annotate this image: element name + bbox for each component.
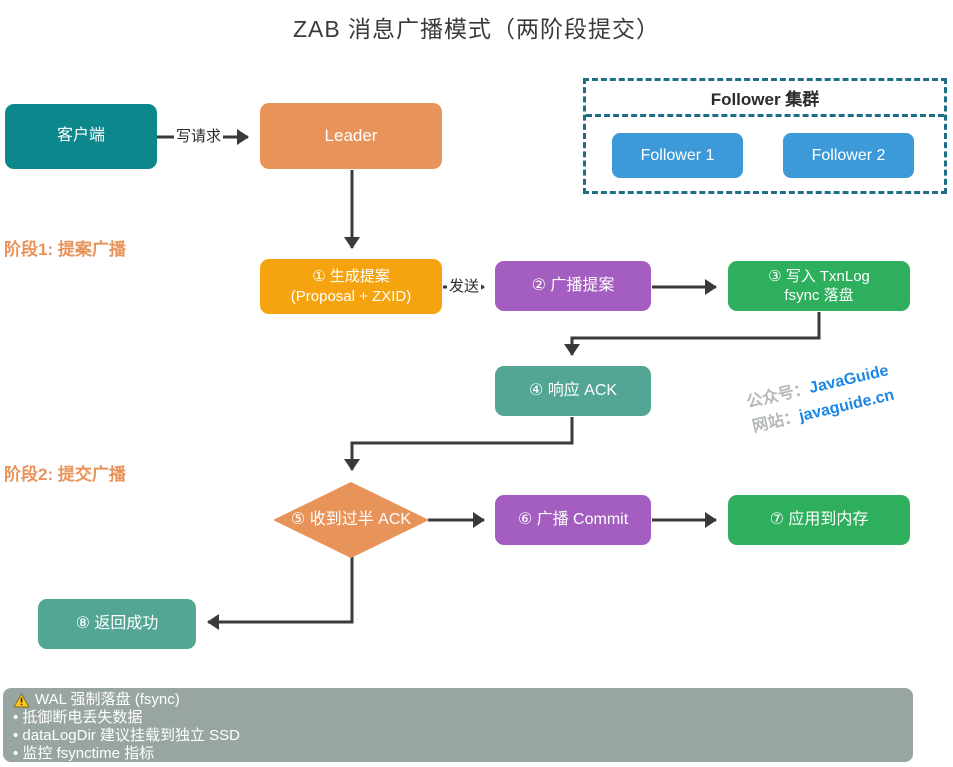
connector-step4-step5 <box>344 417 574 471</box>
step1-line1: ① 生成提案 <box>312 268 390 285</box>
follower-2-label: Follower 2 <box>811 146 886 164</box>
step6-label: ⑥ 广播 Commit <box>517 510 629 528</box>
wal-note-panel: WAL 强制落盘 (fsync) • 抵御断电丢失数据 • dataLogDir… <box>3 688 913 762</box>
step2-label: ② 广播提案 <box>531 276 615 294</box>
note-title-line: WAL 强制落盘 (fsync) <box>13 691 903 709</box>
send-edge-label: 发送 <box>447 278 482 296</box>
step6-broadcast-commit-node: ⑥ 广播 Commit <box>495 495 651 545</box>
step1-generate-proposal-node: ① 生成提案 (Proposal + ZXID) <box>260 259 442 314</box>
note-bullet-3: • 监控 fsynctime 指标 <box>13 745 155 762</box>
connector-step3-step4 <box>564 312 821 356</box>
step4-ack-node: ④ 响应 ACK <box>495 366 651 416</box>
follower-1-label: Follower 1 <box>640 146 715 164</box>
note-bullet-2: • dataLogDir 建议挂载到独立 SSD <box>13 727 240 744</box>
step3-line2: fsync 落盘 <box>784 287 854 304</box>
connector-step5-step8 <box>207 557 354 630</box>
leader-node: Leader <box>260 103 442 169</box>
follower-1-node: Follower 1 <box>612 133 743 178</box>
follower-cluster: Follower 集群 Follower 1 Follower 2 <box>583 78 947 194</box>
follower-2-node: Follower 2 <box>783 133 914 178</box>
phase2-label: 阶段2: 提交广播 <box>4 465 126 484</box>
leader-label: Leader <box>324 125 378 145</box>
step8-label: ⑧ 返回成功 <box>75 614 159 632</box>
note-title: WAL 强制落盘 (fsync) <box>35 691 180 708</box>
phase1-label: 阶段1: 提案广播 <box>4 240 126 259</box>
step7-apply-memory-node: ⑦ 应用到内存 <box>728 495 910 545</box>
step3-line1: ③ 写入 TxnLog <box>768 267 870 285</box>
note-bullet-1: • 抵御断电丢失数据 <box>13 709 143 726</box>
step8-return-success-node: ⑧ 返回成功 <box>38 599 196 649</box>
step4-label: ④ 响应 ACK <box>528 381 618 399</box>
step2-broadcast-proposal-node: ② 广播提案 <box>495 261 651 311</box>
client-label: 客户端 <box>56 127 105 145</box>
step3-write-txnlog-node: ③ 写入 TxnLog fsync 落盘 <box>728 261 910 311</box>
step5-label: ⑤ 收到过半 ACK <box>290 510 412 528</box>
warning-icon <box>13 693 30 708</box>
page-title: ZAB 消息广播模式（两阶段提交） <box>292 16 661 42</box>
step1-line2: (Proposal + ZXID) <box>290 287 412 305</box>
client-node: 客户端 <box>5 104 157 169</box>
write-request-edge-label: 写请求 <box>174 128 224 146</box>
follower-cluster-title: Follower 集群 <box>586 81 944 117</box>
step7-label: ⑦ 应用到内存 <box>769 510 869 528</box>
